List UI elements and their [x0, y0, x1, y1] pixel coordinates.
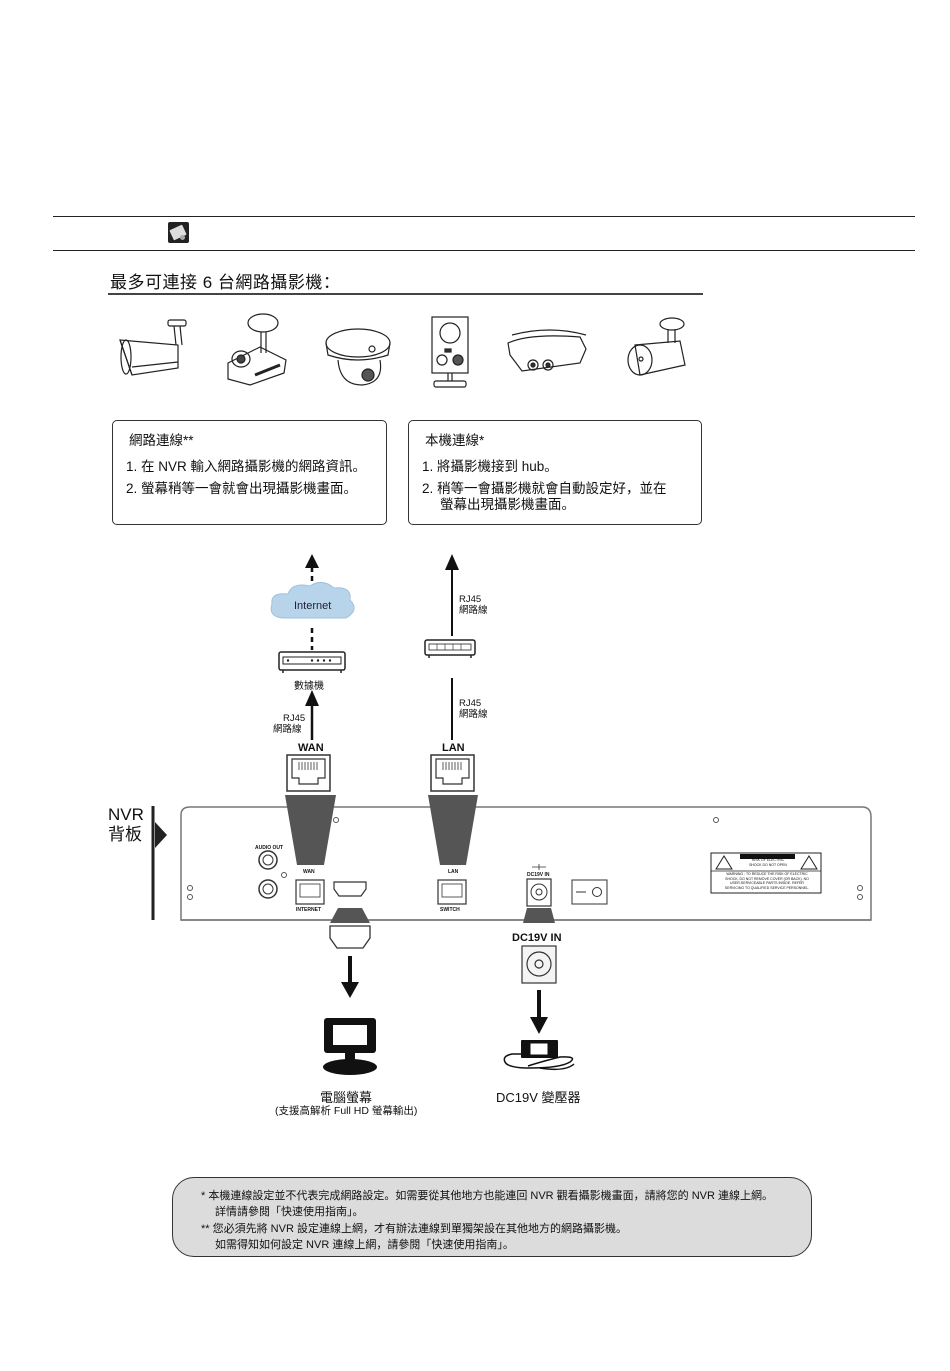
power-adapter-icon [503, 1040, 575, 1071]
power-switch [571, 879, 608, 905]
local-step-2-continued: 螢幕出現攝影機畫面。 [440, 497, 575, 512]
footnote-box: * 本機連線設定並不代表完成網路設定。如需要從其他地方也能連回 NVR 觀看攝影… [172, 1177, 812, 1257]
header-top-rule [53, 216, 915, 217]
hdmi-to-monitor-arrow [341, 956, 359, 998]
note-paper-icon [168, 222, 189, 243]
panel-dc-jack [526, 864, 552, 907]
monitor-icon [323, 1018, 377, 1075]
network-step-2: 2. 螢幕稍等一會就會出現攝影機畫面。 [126, 481, 358, 496]
lan-rj45-port-icon [430, 754, 475, 792]
local-step-1: 1. 將攝影機接到 hub。 [422, 459, 558, 474]
nvr-back-panel-label: NVR 背板 [108, 805, 144, 845]
ceiling-box-camera-icon [227, 313, 287, 386]
hdmi-plug-icon [329, 925, 371, 949]
wan-to-modem-arrow [305, 690, 319, 740]
footnote-1: * 本機連線設定並不代表完成網路設定。如需要從其他地方也能連回 NVR 觀看攝影… [201, 1190, 774, 1202]
local-connection-box: 本機連線* 1. 將攝影機接到 hub。 2. 稍等一會攝影機就會自動設定好，並… [408, 420, 702, 525]
lan-label: LAN [442, 742, 465, 754]
warning-text-line: USER-SERVICEABLE PARTS INSIDE. REFER [730, 881, 804, 885]
wan-rj45-label: RJ45 [283, 713, 306, 724]
bullet-camera-icon [627, 317, 686, 376]
network-connection-heading: 網路連線** [129, 433, 194, 448]
warning-text-line: SHOCK, DO NOT REMOVE COVER (OR BACK). NO [725, 876, 809, 881]
header-bottom-rule [53, 250, 915, 251]
wan-connector-funnel [285, 795, 336, 865]
nvr-label-line2: 背板 [108, 825, 142, 844]
monitor-label: 電腦螢幕 [320, 1090, 373, 1105]
warning-header-text: RISK OF ELECTRIC SHOCK DO NOT OPEN [742, 858, 794, 867]
hub-uplink-arrow [445, 554, 459, 636]
lan-cable-label: 網路線 [459, 709, 488, 720]
nvr-pointer-icon [155, 822, 167, 848]
title-underline [108, 293, 703, 295]
local-connection-heading: 本機連線* [425, 433, 485, 448]
internet-cloud-icon [270, 582, 355, 619]
dc-connector-funnel [523, 908, 555, 923]
dual-lens-camera-icon [507, 329, 587, 372]
warning-text-line: WARNING : TO REDUCE THE RISK OF ELECTRIC [726, 872, 808, 876]
monitor-sublabel: (支援高解析 Full HD 螢幕輸出) [275, 1105, 418, 1117]
panel-internet-label: INTERNET [296, 907, 321, 913]
panel-lan-port [437, 879, 467, 905]
lan-connector-funnel [428, 795, 478, 865]
wan-rj45-port-icon [286, 754, 331, 792]
warning-text-line: SERVICING TO QUALIFIED SERVICE PERSONNEL… [724, 885, 810, 890]
dc-in-jack-icon [521, 945, 557, 984]
network-connection-box: 網路連線** 1. 在 NVR 輸入網路攝影機的網路資訊。 2. 螢幕稍等一會就… [112, 420, 387, 525]
hub-icon [424, 639, 476, 658]
modem-label: 數據機 [294, 681, 324, 692]
hub-cable-label: 網路線 [459, 605, 488, 616]
dome-camera-icon [325, 328, 391, 386]
warning-triangle-icon [800, 855, 818, 870]
hdmi-connector-funnel [330, 908, 370, 923]
panel-dc-in-label: DC19V IN [527, 872, 550, 878]
nvr-back-panel [180, 806, 872, 921]
panel-wan-port [295, 879, 325, 905]
panel-lan-label: LAN [448, 869, 459, 875]
footnote-2-continued: 如需得知如何設定 NVR 連線上網，請參閱「快速使用指南」。 [215, 1239, 514, 1251]
panel-switch-label: SWITCH [440, 907, 460, 913]
footnote-1-continued: 詳情請參閱「快速使用指南」。 [215, 1206, 364, 1218]
panel-wan-label: WAN [303, 869, 315, 875]
modem-icon [278, 651, 346, 673]
wan-label: WAN [298, 742, 324, 754]
internet-label: Internet [294, 600, 332, 612]
warning-body-text: WARNING : TO REDUCE THE RISK OF ELECTRIC… [712, 872, 822, 890]
audio-out-jacks [258, 850, 287, 899]
camera-row [119, 313, 686, 388]
panel-audio-out-label: AUDIO OUT [255, 845, 284, 851]
network-step-1: 1. 在 NVR 輸入網路攝影機的網路資訊。 [126, 459, 367, 474]
warning-label [710, 852, 822, 894]
wan-cable-label: 網路線 [273, 724, 302, 735]
wiring-diagram [151, 554, 872, 1075]
lan-rj45-label: RJ45 [459, 698, 482, 709]
warning-text-line: RISK OF ELECTRIC [751, 858, 785, 862]
dc-in-label: DC19V IN [512, 932, 562, 944]
hub-rj45-label: RJ45 [459, 594, 482, 605]
nvr-label-line1: NVR [108, 805, 144, 824]
dc-to-adapter-arrow [530, 990, 548, 1034]
panel-hdmi-port [333, 881, 367, 897]
section-title: 最多可連接 6 台網路攝影機： [110, 273, 341, 292]
electric-hazard-icon [715, 855, 733, 870]
cube-camera-icon [431, 316, 469, 388]
footnote-2: ** 您必須先將 NVR 設定連線上網，才有辦法連線到單獨架設在其他地方的網路攝… [201, 1223, 627, 1235]
adapter-label: DC19V 變壓器 [496, 1090, 581, 1105]
bullet-camera-icon [119, 319, 187, 376]
local-step-2: 2. 稍等一會攝影機就會自動設定好，並在 [422, 481, 667, 496]
warning-text-line: SHOCK DO NOT OPEN [749, 862, 787, 867]
